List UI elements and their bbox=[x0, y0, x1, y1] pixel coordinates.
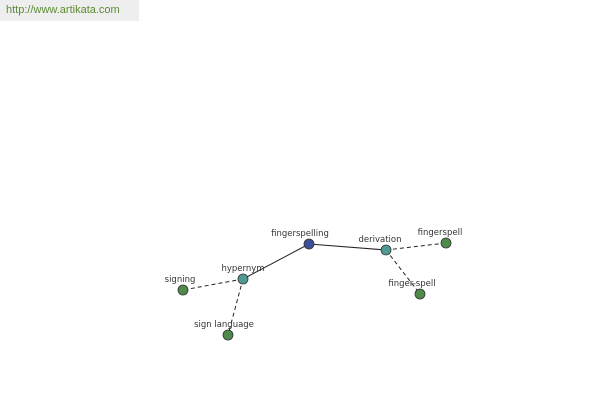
edge-derivation-fingerspell bbox=[385, 242, 447, 251]
node-label-finger-spell[interactable]: finger-spell bbox=[388, 279, 435, 289]
edge-hypernym-sign-language bbox=[227, 278, 244, 336]
node-hypernym[interactable] bbox=[237, 273, 249, 285]
node-sign-language[interactable] bbox=[222, 329, 234, 341]
node-label-hypernym[interactable]: hypernym bbox=[221, 264, 264, 274]
edges-layer bbox=[182, 242, 447, 336]
node-label-signing[interactable]: signing bbox=[165, 275, 196, 285]
watermark-url[interactable]: http://www.artikata.com bbox=[0, 0, 139, 21]
node-fingerspelling[interactable] bbox=[303, 238, 315, 250]
node-label-fingerspell[interactable]: fingerspell bbox=[418, 228, 463, 238]
node-label-fingerspelling[interactable]: fingerspelling bbox=[271, 229, 329, 239]
nodes-layer bbox=[177, 237, 452, 341]
edge-hypernym-signing bbox=[182, 278, 244, 291]
edge-derivation-finger-spell bbox=[385, 249, 421, 295]
edge-fingerspelling-hypernym bbox=[242, 243, 310, 280]
node-label-derivation[interactable]: derivation bbox=[358, 235, 401, 245]
labels-layer: fingerspelling derivation hypernym fingersp… bbox=[165, 228, 463, 330]
edge-fingerspelling-derivation bbox=[308, 243, 387, 251]
node-finger-spell[interactable] bbox=[414, 288, 426, 300]
node-signing[interactable] bbox=[177, 284, 189, 296]
node-derivation[interactable] bbox=[380, 244, 392, 256]
node-label-sign-language[interactable]: sign language bbox=[194, 320, 254, 330]
node-fingerspell[interactable] bbox=[440, 237, 452, 249]
